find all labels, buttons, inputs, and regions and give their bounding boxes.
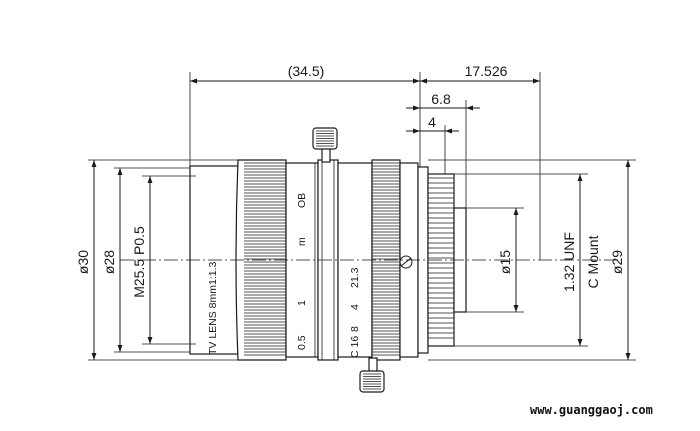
dia-29-dimension: ø29 — [609, 250, 625, 274]
focus-mark: m — [296, 237, 308, 246]
iris-mark: 21.3 — [349, 267, 361, 288]
mount-thread-dimension: 1.32 UNF — [561, 232, 577, 292]
iris-ring-knurling — [372, 162, 400, 356]
iris-lock-screw — [359, 357, 385, 393]
overall-length-dimension: (34.5) — [288, 63, 325, 79]
lens-body — [189, 159, 467, 361]
iris-mark: C 16 — [349, 336, 361, 358]
flange-back-dimension: 17.526 — [465, 63, 508, 79]
focus-lock-screw — [312, 127, 338, 163]
lens-name-engraving: TV LENS 8mm1:1.3 — [207, 261, 219, 355]
focus-mark: OB — [296, 193, 308, 208]
set-screw-icon — [399, 255, 413, 269]
focus-mark: 0.5 — [296, 335, 308, 350]
focus-scale: OB m 1 0.5 — [296, 193, 308, 350]
iris-mark: 4 — [349, 304, 361, 310]
rear-6-8-dimension: 6.8 — [431, 91, 451, 107]
focus-mark: 1 — [296, 300, 308, 306]
dia-15-dimension: ø15 — [497, 250, 513, 274]
rear-4-dimension: 4 — [428, 114, 436, 130]
mount-type-label: C Mount — [585, 235, 601, 288]
watermark-text: www.guanggaoj.com — [530, 403, 653, 417]
dia-30-dimension: ø30 — [75, 250, 91, 274]
dia-28-dimension: ø28 — [101, 250, 117, 274]
front-ring-knurling — [244, 162, 286, 356]
mount-thread-lines — [428, 177, 454, 339]
iris-mark: 8 — [349, 326, 361, 332]
filter-thread-dimension: M25.5 P0.5 — [131, 226, 147, 298]
iris-scale: 21.3 4 8 C 16 — [349, 267, 361, 358]
